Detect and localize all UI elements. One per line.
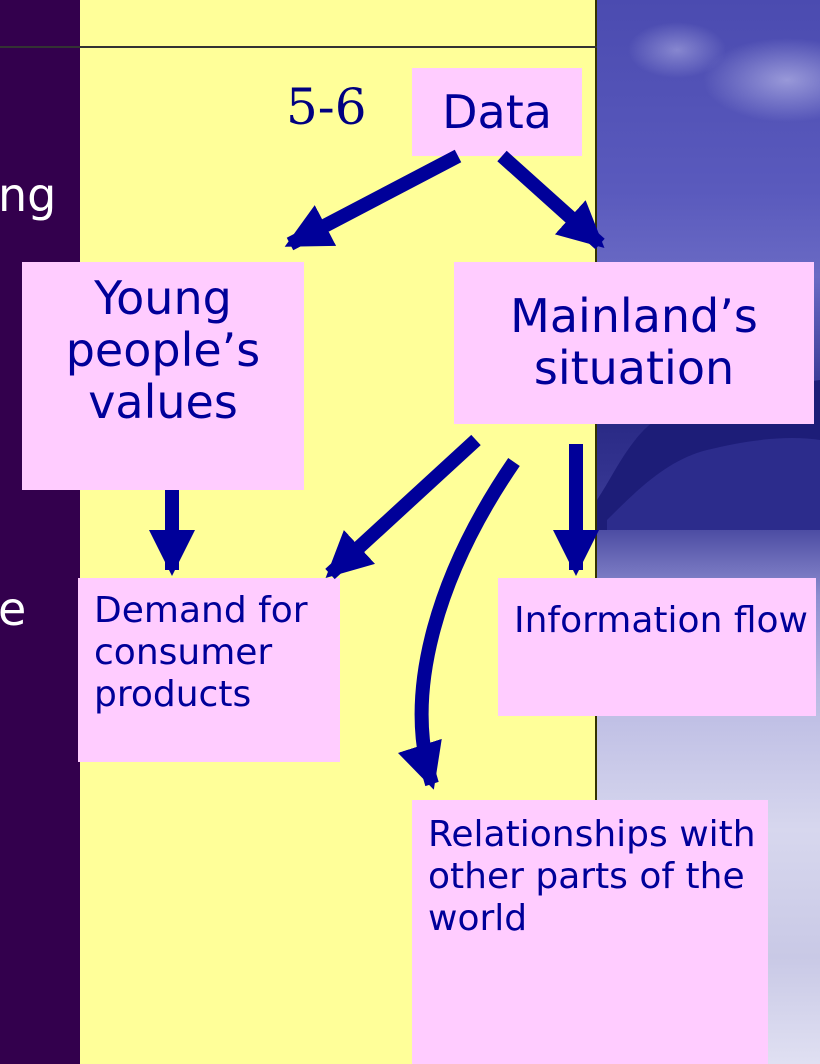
left-panel-text-fragment-1: ng — [0, 168, 57, 222]
header-divider — [0, 46, 600, 48]
arrow-data-to-young-people — [284, 149, 462, 251]
node-young-peoples-values: Young people’s values — [22, 262, 304, 490]
node-relationships: Relationships with other parts of the wo… — [412, 800, 768, 1064]
arrow-mainland-to-demand — [325, 434, 481, 580]
left-panel-text-fragment-2: e — [0, 582, 27, 636]
node-data: Data — [412, 68, 582, 156]
arrow-mainland-to-relationships — [397, 458, 520, 790]
node-demand-for-consumer-products: Demand for consumer products — [78, 578, 340, 762]
node-information-flow: Information flow — [498, 578, 816, 716]
node-mainlands-situation: Mainland’s situation — [454, 262, 814, 424]
left-panel: ng e — [0, 0, 80, 1064]
slide-number-label: 5-6 — [286, 78, 367, 136]
arrow-data-to-mainland — [497, 150, 605, 250]
